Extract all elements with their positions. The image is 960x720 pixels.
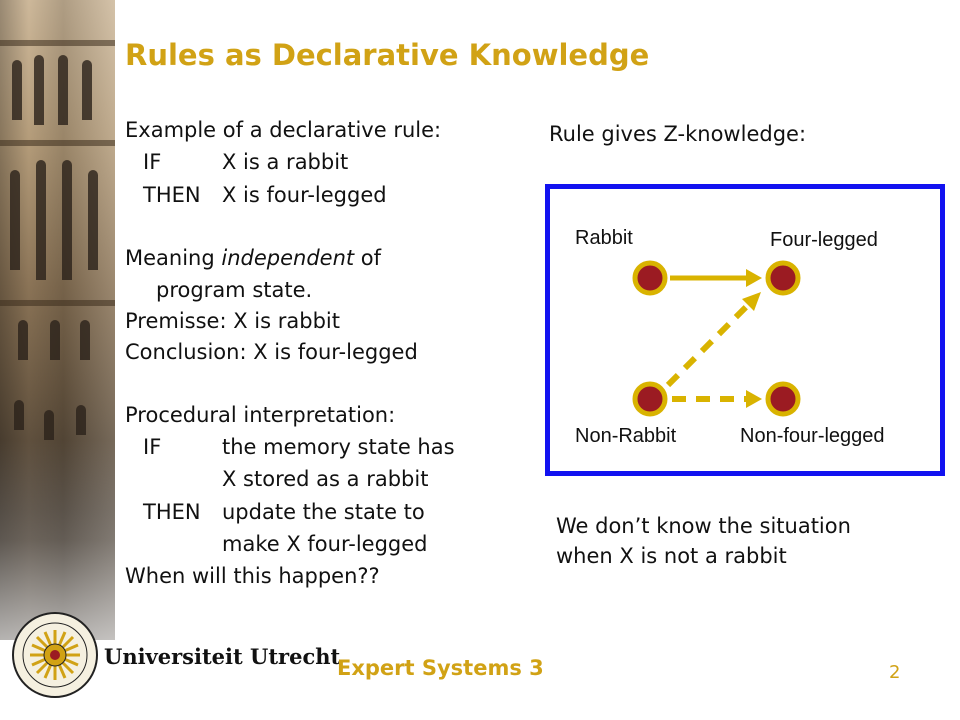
rule2-then-keyword: THEN: [143, 500, 201, 524]
rule1-if-keyword: IF: [143, 150, 162, 174]
meaning-pre: Meaning: [125, 246, 222, 270]
node-non-rabbit: [632, 381, 668, 417]
meaning-line: Meaning independent of: [125, 246, 381, 270]
question-line: When will this happen??: [125, 564, 380, 588]
rule1-then-text: X is four-legged: [222, 183, 387, 207]
rule2-then-line1: update the state to: [222, 500, 425, 524]
university-seal-logo: [12, 612, 98, 698]
conclusion-line: Conclusion: X is four-legged: [125, 340, 418, 364]
slide-title: Rules as Declarative Knowledge: [125, 38, 650, 72]
rule1-if-text: X is a rabbit: [222, 150, 349, 174]
rule2-if-line1: the memory state has: [222, 435, 455, 459]
premisse-line: Premisse: X is rabbit: [125, 309, 340, 333]
diagram-heading: Rule gives Z-knowledge:: [549, 122, 807, 146]
arrowhead-dashed-diagonal: [742, 292, 761, 311]
cathedral-tower-photo: [0, 0, 115, 640]
diagram-canvas: [632, 260, 801, 417]
label-rabbit: Rabbit: [575, 227, 633, 249]
arrowhead-solid: [746, 269, 762, 287]
rule1-then-keyword: THEN: [143, 183, 201, 207]
meaning-post: of: [354, 246, 382, 270]
example-heading: Example of a declarative rule:: [125, 118, 442, 142]
label-non-rabbit: Non-Rabbit: [575, 425, 677, 447]
rule2-then-line2: make X four-legged: [222, 532, 428, 556]
meaning-continuation: program state.: [156, 278, 313, 302]
note-line2: when X is not a rabbit: [556, 544, 787, 568]
arrow-non-rabbit-to-four-legged: [665, 302, 751, 388]
note-line1: We don’t know the situation: [556, 514, 851, 538]
node-non-four-legged: [765, 381, 801, 417]
rule2-if-line2: X stored as a rabbit: [222, 467, 429, 491]
node-four-legged: [765, 260, 801, 296]
label-non-four-legged: Non-four-legged: [740, 425, 885, 447]
meaning-emphasis: independent: [221, 246, 355, 270]
footer-course: Expert Systems 3: [337, 656, 544, 680]
arrowhead-dashed-horizontal: [746, 390, 762, 408]
procedural-heading: Procedural interpretation:: [125, 403, 396, 427]
university-name: Universiteit Utrecht: [104, 644, 341, 669]
node-rabbit: [632, 260, 668, 296]
page-number: 2: [889, 662, 901, 683]
rule2-if-keyword: IF: [143, 435, 162, 459]
z-knowledge-diagram: Rabbit Four-legged Non-Rabbit Non-four-l…: [545, 184, 945, 476]
label-four-legged: Four-legged: [770, 229, 878, 251]
